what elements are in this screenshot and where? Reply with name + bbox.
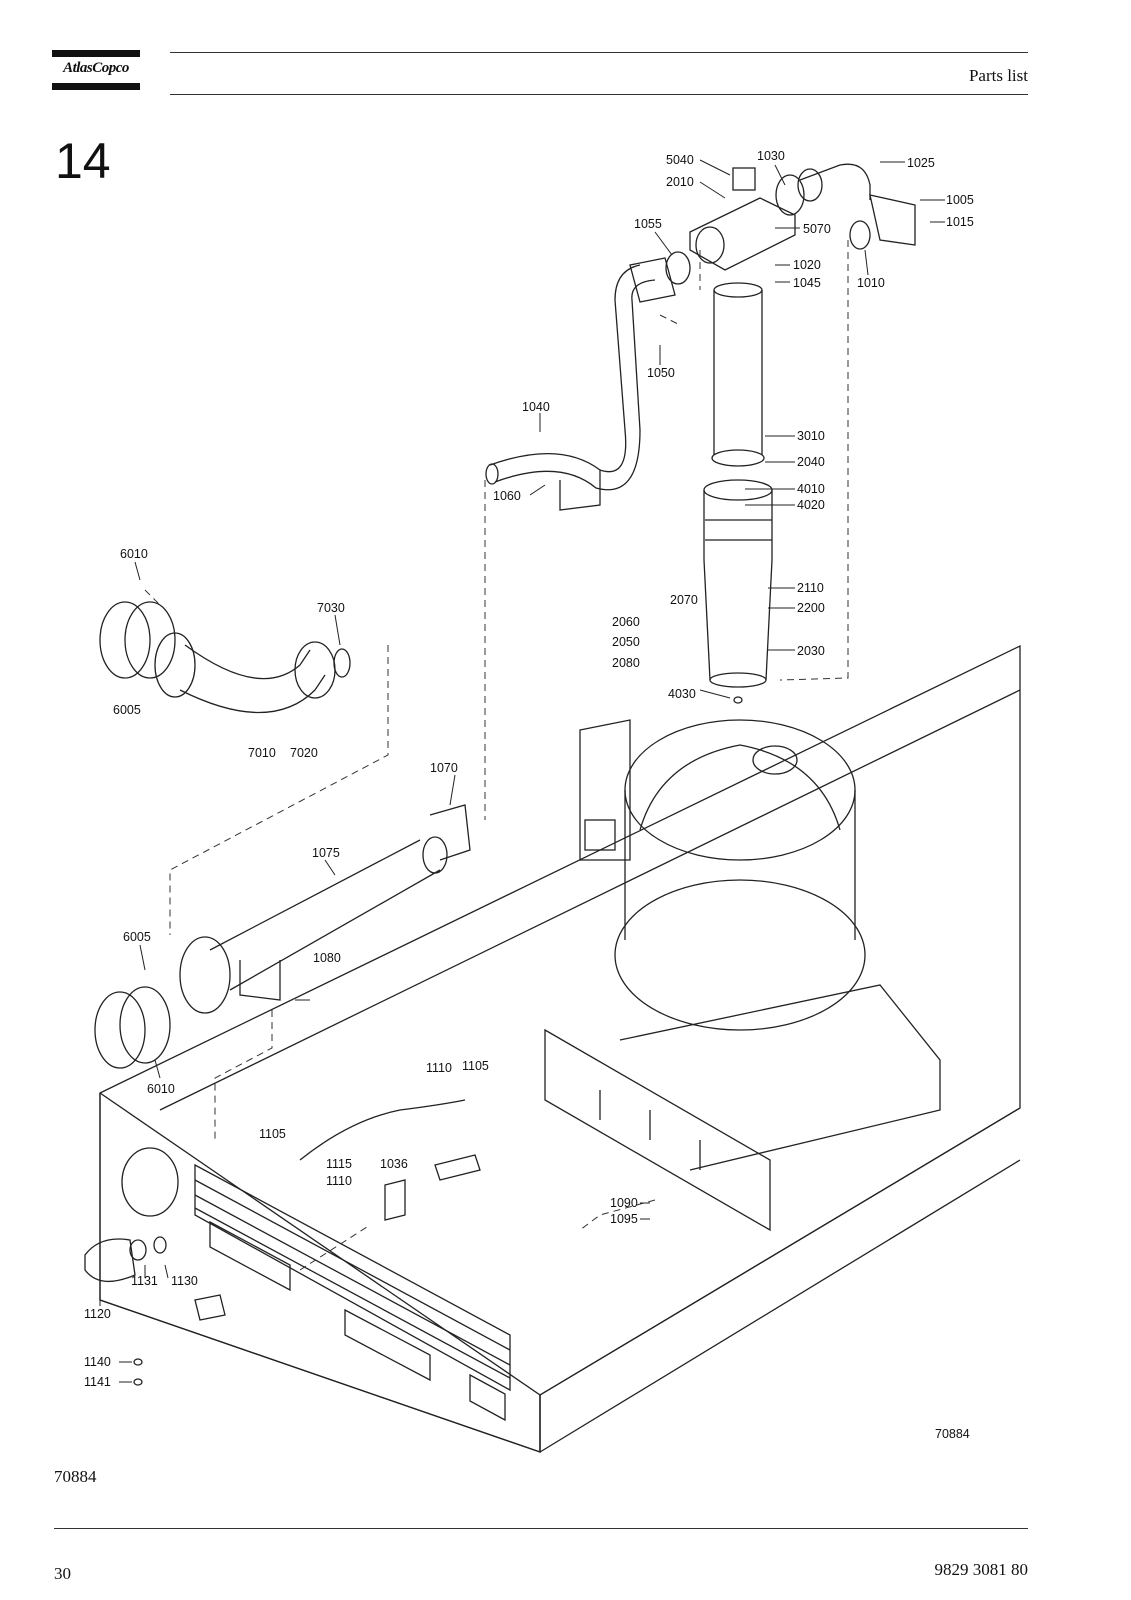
- callout-5040: 5040: [666, 153, 694, 167]
- callout-1141: 1141: [84, 1375, 111, 1389]
- page-number: 30: [54, 1564, 71, 1583]
- callout-1095: 1095: [610, 1212, 638, 1226]
- callout-2080: 2080: [612, 656, 640, 670]
- callout-1040: 1040: [522, 400, 550, 414]
- header-rule-top: [170, 52, 1028, 53]
- callout-1090: 1090: [610, 1196, 638, 1210]
- callout-2060: 2060: [612, 615, 640, 629]
- callout-1105-left: 1105: [259, 1127, 286, 1141]
- document-number: 9829 3081 80: [934, 1560, 1029, 1579]
- callout-1030: 1030: [757, 149, 785, 163]
- callout-6005-top: 6005: [113, 703, 141, 717]
- callout-1115: 1115: [326, 1157, 352, 1171]
- callout-1015: 1015: [946, 215, 974, 229]
- callout-7030: 7030: [317, 601, 345, 615]
- callout-1010: 1010: [857, 276, 885, 290]
- callout-3010: 3010: [797, 429, 825, 443]
- callout-2050: 2050: [612, 635, 640, 649]
- callout-1110-left: 1110: [326, 1174, 352, 1188]
- callout-6010-top: 6010: [120, 547, 148, 561]
- figure-id-left: 70884: [54, 1467, 97, 1486]
- callout-4020: 4020: [797, 498, 825, 512]
- header-title: Parts list: [968, 66, 1028, 85]
- callout-4030: 4030: [668, 687, 696, 701]
- callout-1005: 1005: [946, 193, 974, 207]
- callout-1120: 1120: [84, 1307, 111, 1321]
- callout-4010: 4010: [797, 482, 825, 496]
- atlas-copco-logo: AtlasCopco: [52, 50, 140, 92]
- callout-1045: 1045: [793, 276, 821, 290]
- callout-1080: 1080: [313, 951, 341, 965]
- callout-1075: 1075: [312, 846, 340, 860]
- header-rule-bottom: [170, 94, 1028, 95]
- callout-2200: 2200: [797, 601, 825, 615]
- callout-1036: 1036: [380, 1157, 408, 1171]
- callout-6010-bottom: 6010: [147, 1082, 175, 1096]
- callout-2040: 2040: [797, 455, 825, 469]
- callout-1140: 1140: [84, 1355, 111, 1369]
- callout-2010: 2010: [666, 175, 694, 189]
- callout-1105-top: 1105: [462, 1059, 489, 1073]
- callout-1020: 1020: [793, 258, 821, 272]
- callout-1025: 1025: [907, 156, 935, 170]
- footer-rule: [54, 1528, 1028, 1529]
- callout-1070: 1070: [430, 761, 458, 775]
- brand-name: AtlasCopco: [63, 60, 129, 76]
- callout-1130: 1130: [171, 1274, 198, 1288]
- callout-5070: 5070: [803, 222, 831, 236]
- section-number: 14: [55, 133, 111, 189]
- callout-7020: 7020: [290, 746, 318, 760]
- callout-6005-bottom: 6005: [123, 930, 151, 944]
- callout-1055: 1055: [634, 217, 662, 231]
- callout-2030: 2030: [797, 644, 825, 658]
- callout-1110-top: 1110: [426, 1061, 452, 1075]
- figure-id-right: 70884: [935, 1427, 970, 1441]
- callout-1050: 1050: [647, 366, 675, 380]
- callout-1060: 1060: [493, 489, 521, 503]
- callout-1131: 1131: [131, 1274, 158, 1288]
- callout-2110: 2110: [797, 581, 824, 595]
- callout-7010: 7010: [248, 746, 276, 760]
- callout-2070: 2070: [670, 593, 698, 607]
